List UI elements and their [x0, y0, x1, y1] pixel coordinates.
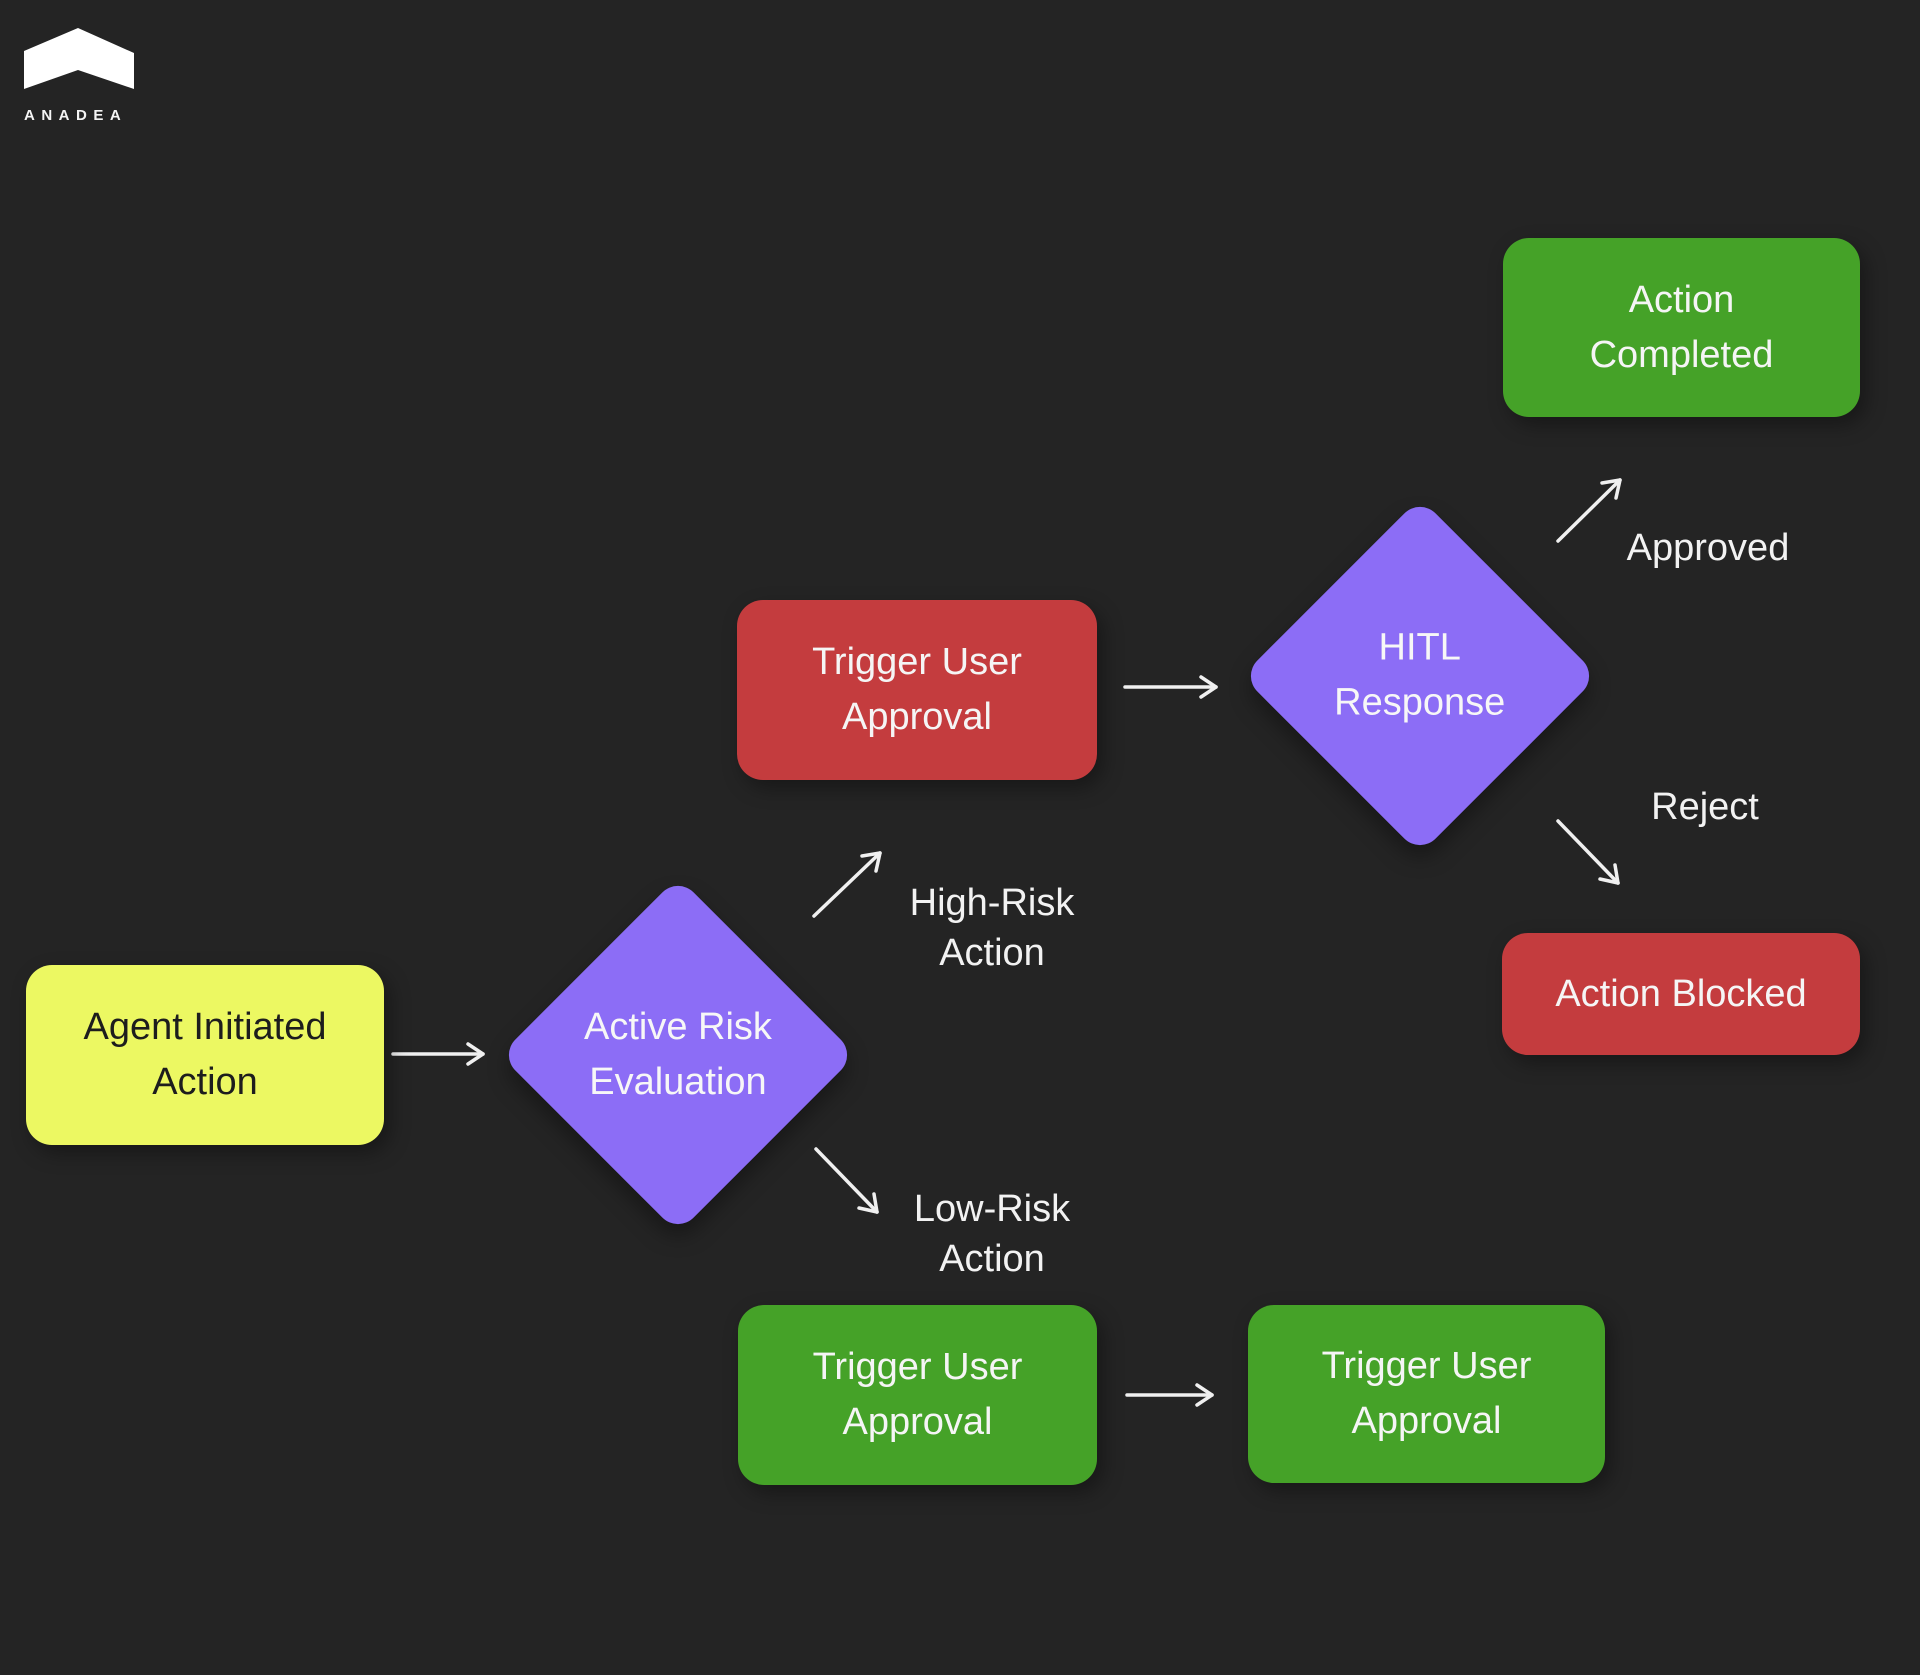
edge-label-line: Action	[939, 932, 1045, 974]
node-label-line: Trigger User	[812, 1346, 1023, 1388]
arrow-low-risk	[816, 1149, 877, 1212]
node-label-line: HITL	[1378, 627, 1462, 669]
arrow-agent-to-risk	[393, 1044, 483, 1064]
node-label-line: Response	[1334, 682, 1506, 724]
edge-label-low-risk: Low-Risk Action	[852, 1184, 1132, 1284]
node-trigger-user-approval-high: Trigger User Approval	[737, 600, 1097, 780]
node-label-line: Evaluation	[589, 1060, 767, 1103]
arrow-reject	[1558, 821, 1618, 883]
diamond-label: HITL Response	[1334, 621, 1505, 731]
edge-label-line: High-Risk	[909, 882, 1075, 924]
node-trigger-user-approval-low-right: Trigger User Approval	[1248, 1305, 1605, 1483]
anadea-logo-icon	[24, 28, 134, 89]
edge-label-line: Low-Risk	[913, 1188, 1071, 1230]
node-label-line: Approval	[842, 1401, 993, 1443]
arrow-low-approval-chain	[1127, 1385, 1212, 1405]
edge-label-approved: Approved	[1626, 527, 1790, 569]
node-action-completed: Action Completed	[1503, 238, 1860, 417]
node-action-blocked: Action Blocked	[1502, 933, 1860, 1055]
node-label-line: Agent Initiated	[83, 1006, 327, 1048]
edge-label-reject: Reject	[1651, 786, 1759, 828]
node-label-line: Approval	[1351, 1400, 1502, 1442]
edge-label-line: Action	[939, 1238, 1045, 1280]
anadea-logo: ANADEA	[24, 28, 136, 124]
node-trigger-user-approval-low-left: Trigger User Approval	[738, 1305, 1097, 1485]
arrow-approved	[1558, 480, 1620, 541]
node-label-line: Approval	[842, 696, 992, 738]
anadea-logo-text: ANADEA	[24, 107, 128, 124]
node-label-line: Action	[1628, 278, 1735, 321]
arrow-approval-to-hitl	[1125, 677, 1216, 697]
node-label-line: Trigger User	[812, 641, 1022, 683]
node-label-line: Action	[152, 1061, 258, 1103]
diamond-label: Active Risk Evaluation	[584, 1000, 772, 1110]
edge-label-high-risk: High-Risk Action	[852, 878, 1132, 978]
arrow-high-risk	[814, 853, 880, 916]
node-label-line: Active Risk	[584, 1005, 772, 1048]
node-label-line: Action Blocked	[1555, 972, 1807, 1015]
node-label-line: Completed	[1589, 333, 1774, 376]
node-label-line: Trigger User	[1321, 1345, 1532, 1387]
node-agent-initiated-action: Agent Initiated Action	[26, 965, 384, 1145]
